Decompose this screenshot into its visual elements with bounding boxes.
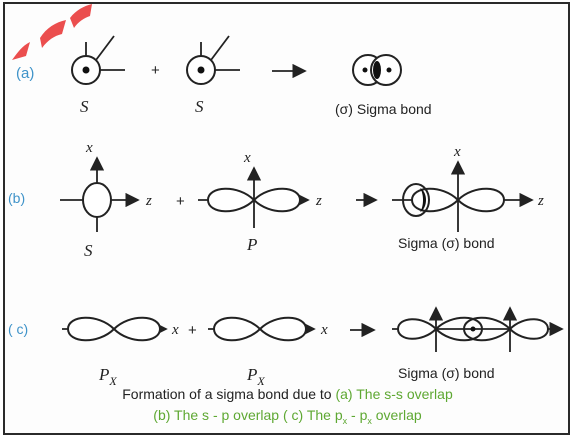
s-orbital-a1 — [72, 36, 125, 84]
row-c-label: ( c) — [8, 321, 28, 337]
row-a-plus: + — [151, 62, 160, 79]
caption-c: ( c) The px - px overlap — [283, 407, 422, 423]
caption-a-text: The s-s overlap — [356, 386, 452, 402]
watermark-logo — [12, 4, 92, 60]
row-c-plus: + — [188, 322, 197, 339]
row-b-plus: + — [176, 193, 185, 210]
row-b-result-axis-x: x — [453, 144, 461, 160]
row-b-result-label: Sigma (σ) bond — [398, 235, 495, 251]
px-orbital-c1 — [62, 318, 166, 341]
row-b-p-axis-z: z — [315, 193, 322, 209]
row-c-orbital-1-label: PX — [98, 365, 117, 388]
s-orbital-a2 — [187, 36, 240, 84]
row-b-result-axis-z: z — [537, 193, 544, 209]
caption-line-1: Formation of a sigma bond due to (a) The… — [0, 386, 575, 402]
row-b-label: (b) — [8, 190, 25, 206]
row-b-p-axis-x: x — [243, 150, 251, 166]
px-orbital-c2 — [208, 318, 314, 341]
row-b-s-axis-z: z — [145, 193, 152, 209]
s-orbital-b — [60, 158, 138, 232]
row-c-result-label: Sigma (σ) bond — [398, 365, 495, 381]
row-a-orbital-2-label: S — [195, 97, 204, 116]
row-b-orbital-1-label: S — [84, 241, 93, 260]
ss-sigma-bond-result — [353, 55, 401, 85]
row-a-result-label: (σ) Sigma bond — [335, 101, 432, 117]
row-c-orbital-2-label: PX — [246, 365, 265, 388]
row-c-axis-x-2: x — [320, 322, 328, 338]
row-b-s-axis-x: x — [85, 140, 93, 156]
sp-sigma-bond-result — [392, 162, 532, 232]
row-a-orbital-1-label: S — [80, 97, 89, 116]
p-orbital-b — [198, 168, 308, 228]
caption-line-2: (b) The s - p overlap ( c) The px - px o… — [0, 407, 575, 426]
caption-b: (b) The s - p overlap — [153, 407, 279, 423]
row-a-label: (a) — [16, 65, 34, 82]
row-c-axis-x-1: x — [171, 322, 179, 338]
caption-a-label: (a) — [335, 386, 352, 402]
caption-prefix: Formation of a sigma bond due to — [122, 386, 331, 402]
pp-sigma-bond-result — [392, 308, 562, 352]
row-b-orbital-2-label: P — [246, 235, 257, 254]
